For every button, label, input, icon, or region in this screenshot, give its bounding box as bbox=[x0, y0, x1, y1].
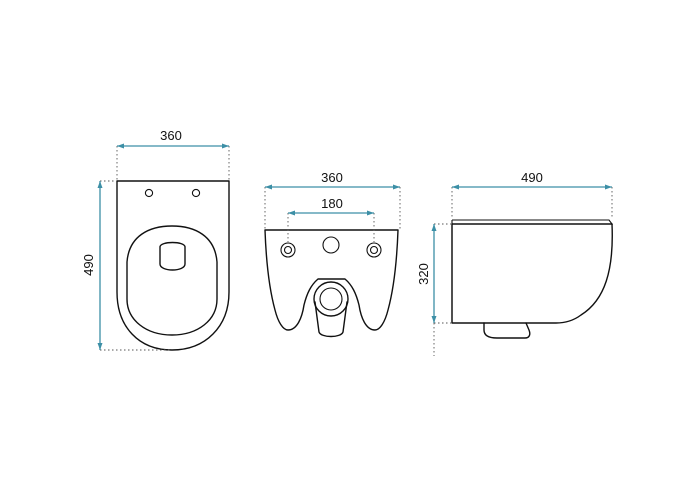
top-view-bowl-outline bbox=[116, 180, 230, 351]
back-view-fixing-hole-right-inner bbox=[369, 245, 379, 255]
top-width-label: 360 bbox=[160, 128, 182, 143]
side-view-body-outline bbox=[451, 223, 613, 324]
back-view-water-inlet bbox=[322, 236, 340, 254]
side-length-label: 490 bbox=[521, 170, 543, 185]
back-view-outlet-outer bbox=[313, 281, 349, 317]
side-view: 490 320 bbox=[416, 170, 614, 356]
back-view: 360 180 bbox=[264, 170, 401, 338]
side-height-label: 320 bbox=[416, 263, 431, 285]
back-view-body-outline bbox=[264, 229, 399, 331]
top-view-inner-bowl bbox=[126, 225, 218, 336]
back-view-fixing-hole-left-outer bbox=[280, 242, 296, 258]
top-view-drain-opening bbox=[159, 241, 186, 271]
top-view-mounting-hole-right bbox=[191, 188, 201, 198]
back-view-outlet-inner bbox=[319, 287, 343, 311]
back-view-outlet-pipe bbox=[314, 301, 348, 338]
top-view-mounting-hole-left bbox=[144, 188, 154, 198]
top-view: 360 490 bbox=[81, 128, 230, 351]
back-view-fixing-hole-left-inner bbox=[283, 245, 293, 255]
back-spacing-label: 180 bbox=[321, 196, 343, 211]
top-depth-label: 490 bbox=[81, 254, 96, 276]
side-view-outlet bbox=[483, 322, 531, 339]
back-view-fixing-hole-right-outer bbox=[366, 242, 382, 258]
back-width-label: 360 bbox=[321, 170, 343, 185]
